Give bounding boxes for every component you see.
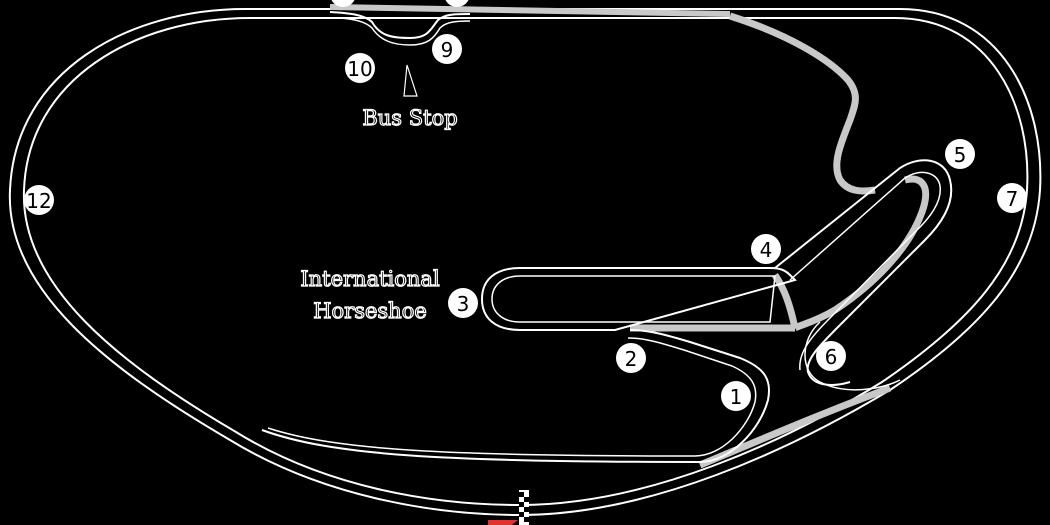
connector-turn5-inner — [793, 175, 930, 332]
turn1-2-inner — [267, 337, 757, 457]
turn-marker-2: 2 — [616, 343, 646, 373]
turn-marker-5: 5 — [945, 139, 975, 169]
bus-stop-label: Bus Stop — [362, 106, 457, 130]
bus-stop-chicane — [329, 11, 471, 40]
turn-marker-4: 4 — [751, 234, 781, 264]
bus-stop-chicane-inner — [339, 17, 471, 46]
start-finish-flag — [488, 490, 529, 525]
turn-marker-9: 9 — [432, 34, 462, 64]
turn-marker-12: 12 — [24, 185, 54, 215]
turn-marker-7: 7 — [997, 183, 1027, 213]
horseshoe-inner — [491, 275, 776, 323]
turn5-loop-inner — [789, 171, 941, 371]
bus-stop-pointer — [403, 64, 418, 97]
svg-text:12: 12 — [26, 189, 51, 213]
turn-marker-6: 6 — [816, 341, 846, 371]
turn-marker-partial-left — [331, 0, 355, 7]
connector-back-straight — [728, 12, 876, 195]
oval-inner-edge — [22, 17, 1029, 507]
turn-marker-3: 3 — [448, 288, 478, 318]
horseshoe-label-line2: Horseshoe — [313, 299, 427, 323]
svg-text:2: 2 — [625, 347, 638, 371]
turn1-2-outer — [261, 329, 770, 464]
svg-text:4: 4 — [760, 238, 773, 262]
svg-text:10: 10 — [347, 57, 372, 81]
turn5-loop-outer — [774, 159, 953, 386]
connector-turn4 — [772, 273, 799, 329]
horseshoe-label-line1: International — [300, 267, 440, 291]
svg-text:9: 9 — [441, 38, 454, 62]
svg-text:7: 7 — [1006, 187, 1019, 211]
turn-marker-partial-right — [445, 0, 469, 7]
turn6-loop — [804, 321, 901, 391]
bus-stop-runoff — [329, 4, 731, 17]
svg-text:1: 1 — [730, 385, 743, 409]
turn-marker-10: 10 — [345, 53, 375, 83]
svg-text:6: 6 — [825, 345, 838, 369]
horseshoe-outer — [480, 267, 797, 331]
turn-marker-1: 1 — [721, 381, 751, 411]
svg-text:5: 5 — [954, 143, 967, 167]
svg-text:3: 3 — [457, 292, 470, 316]
